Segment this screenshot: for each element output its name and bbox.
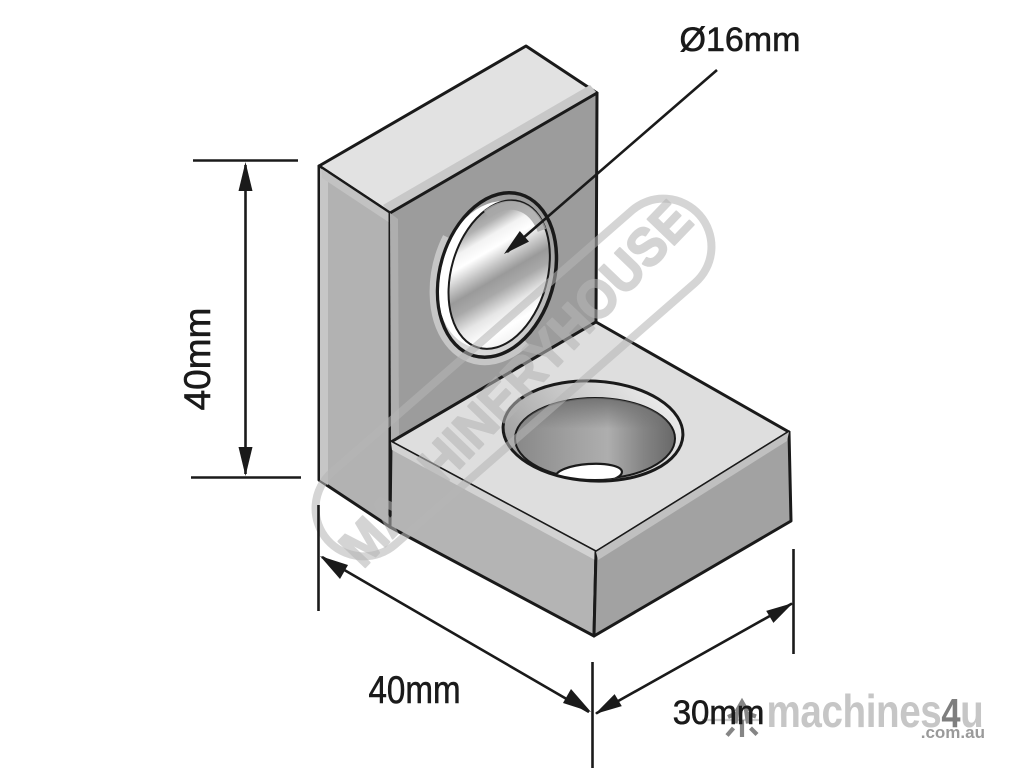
svg-text:Ø16mm: Ø16mm <box>680 21 801 59</box>
svg-text:30mm: 30mm <box>673 695 765 733</box>
svg-text:machines4u: machines4u <box>767 686 984 737</box>
svg-text:.com.au: .com.au <box>921 723 985 742</box>
svg-text:40mm: 40mm <box>177 308 218 411</box>
svg-text:40mm: 40mm <box>368 667 460 711</box>
